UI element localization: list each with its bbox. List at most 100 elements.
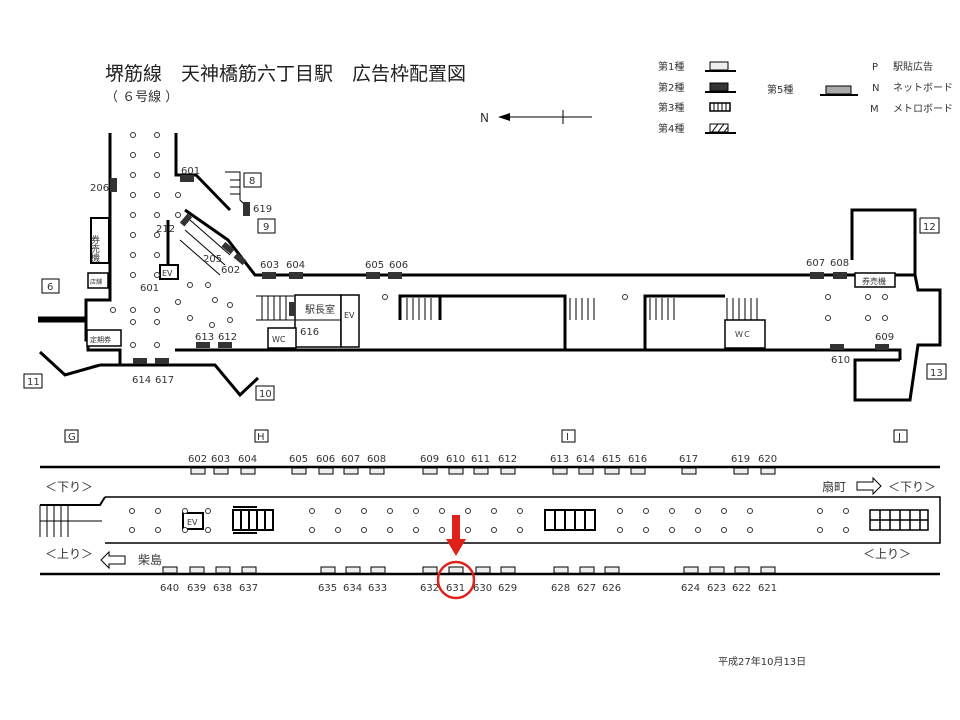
platform-ad-box[interactable] [683, 566, 699, 574]
concourse-column [154, 152, 160, 158]
exit-13: 13 [930, 368, 943, 379]
platform-ad-box[interactable] [681, 467, 697, 475]
platform-ad-box[interactable] [422, 467, 438, 475]
concourse-column [227, 302, 233, 308]
ad-label: 610 [831, 355, 850, 366]
platform-ad-label: 605 [289, 454, 308, 465]
concourse-column [130, 252, 136, 258]
concourse-column [227, 317, 233, 323]
platform-ad-box[interactable] [241, 566, 257, 574]
platform-ad-box[interactable] [448, 467, 464, 475]
platform-ad-label: 609 [420, 454, 439, 465]
platform-column [335, 508, 341, 514]
platform-ad-box[interactable] [709, 566, 725, 574]
platform-ad-box[interactable] [343, 467, 359, 475]
concourse-plan: 券売機 店舗 定期券 EV 駅長室 EV WC ＷＣ 券売機 206 [23, 132, 947, 402]
platform-column [439, 527, 445, 533]
legend-code-p-label: 駅貼広告 [893, 60, 933, 73]
platform-ad-label: 633 [368, 583, 387, 594]
platform-ad-label: 615 [602, 454, 621, 465]
platform-column [155, 508, 161, 514]
room-station-master: 駅長室 [305, 303, 335, 316]
concourse-column [130, 272, 136, 278]
concourse-column [187, 315, 193, 321]
platform-ad-box[interactable] [734, 566, 750, 574]
platform-ad-box[interactable] [369, 467, 385, 475]
ad-label: 601 [140, 283, 159, 294]
platform-column [129, 527, 135, 533]
ad-label: 619 [253, 204, 272, 215]
platform-column [747, 508, 753, 514]
platform-ad-box[interactable] [578, 467, 594, 475]
platform-ad-label: 616 [628, 454, 647, 465]
ad-label: 602 [221, 265, 240, 276]
platform-ad-box[interactable] [318, 467, 334, 475]
concourse-column [154, 272, 160, 278]
platform-ad-box[interactable] [345, 566, 361, 574]
platform-ad-box[interactable] [422, 566, 438, 574]
platform-ad-box[interactable] [370, 566, 386, 574]
platform-ad-box[interactable] [475, 566, 491, 574]
platform-ad-box[interactable] [162, 566, 178, 574]
car-marker-h: H [257, 432, 265, 443]
legend-code-m: M [870, 104, 879, 115]
platform-column [155, 527, 161, 533]
concourse-column [130, 212, 136, 218]
page-title: 堺筋線 天神橋筋六丁目駅 広告枠配置図 [105, 63, 466, 85]
arrow-right-icon [856, 476, 882, 496]
platform-ad-box[interactable] [213, 467, 229, 475]
concourse-column [154, 172, 160, 178]
concourse-column [622, 294, 628, 300]
platform-column [205, 527, 211, 533]
platform-ad-label: 604 [238, 454, 257, 465]
platform-ad-box[interactable] [579, 566, 595, 574]
platform-ad-box[interactable] [189, 566, 205, 574]
platform-ad-label: 610 [446, 454, 465, 465]
direction-kunijima: 柴島 [138, 552, 162, 567]
platform-ad-box[interactable] [552, 467, 568, 475]
platform-ad-box[interactable] [760, 467, 776, 475]
platform-ad-box[interactable] [320, 566, 336, 574]
ad-label: 212 [156, 224, 175, 235]
platform-ad-label: 623 [707, 583, 726, 594]
platform-ad-box[interactable] [604, 467, 620, 475]
platform-ad-box[interactable] [553, 566, 569, 574]
platform-ad-box[interactable] [240, 467, 256, 475]
up-label-right: ＜上り＞ [863, 547, 911, 561]
platform-column [465, 508, 471, 514]
platform-ad-label: 603 [211, 454, 230, 465]
platform-ad-box[interactable] [190, 467, 206, 475]
platform-column [413, 508, 419, 514]
ad-label: 605 [365, 260, 384, 271]
platform-ad-label: 617 [679, 454, 698, 465]
legend-code-n: N [872, 83, 879, 94]
car-marker-j: J [897, 432, 901, 443]
platform-column [413, 527, 419, 533]
platform-ad-box[interactable] [604, 566, 620, 574]
platform-column [747, 527, 753, 533]
exit-12: 12 [923, 222, 936, 233]
platform-column [335, 527, 341, 533]
platform-ad-label: 635 [318, 583, 337, 594]
ad-label: 604 [286, 260, 305, 271]
platform-ad-box[interactable] [215, 566, 231, 574]
platform-ad-label: 640 [160, 583, 179, 594]
platform-ad-box[interactable] [630, 467, 646, 475]
concourse-column [382, 294, 388, 300]
platform-ad-box[interactable] [733, 467, 749, 475]
ad-label: 607 [806, 258, 825, 269]
platform-ad-label: 637 [239, 583, 258, 594]
north-label: N [480, 111, 489, 125]
arrow-left-icon [100, 550, 126, 570]
platform-column [817, 527, 823, 533]
platform-ad-box[interactable] [291, 467, 307, 475]
platform-column [387, 527, 393, 533]
platform-ad-box[interactable] [760, 566, 776, 574]
room-ev-2: EV [344, 311, 355, 320]
platform-ad-box[interactable] [500, 566, 516, 574]
platform-ad-box[interactable] [500, 467, 516, 475]
platform-ad-box[interactable] [448, 566, 464, 574]
platform-ad-box[interactable] [473, 467, 489, 475]
platform-column [517, 508, 523, 514]
